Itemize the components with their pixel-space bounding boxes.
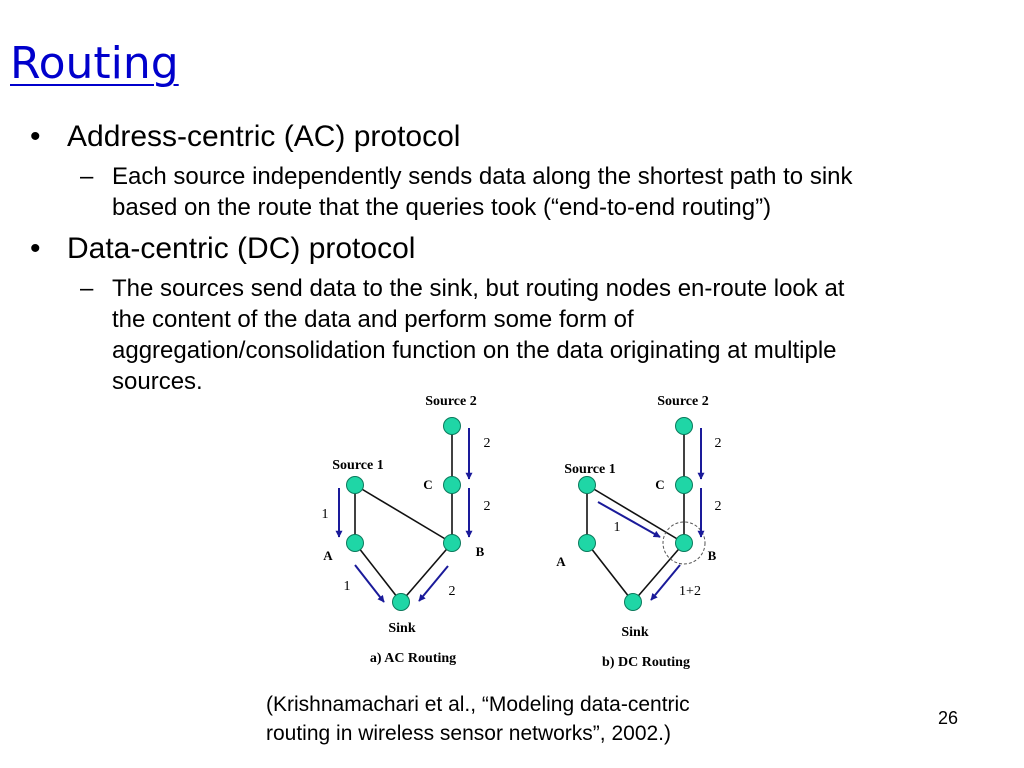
sub-bullet-line: sources. — [112, 368, 203, 395]
ac-label-a: A — [323, 548, 333, 563]
ac-arrow-a-sink — [354, 564, 385, 603]
ac-weight-source1-a: 1 — [322, 507, 329, 522]
ac-label-source1: Source 1 — [332, 458, 383, 473]
citation-line: routing in wireless sensor networks”, 20… — [266, 722, 672, 745]
sub-bullet-line: the content of the data and perform some… — [112, 306, 634, 333]
dc-weight-source1-b: 1 — [614, 520, 621, 535]
dc-node-c — [675, 476, 693, 494]
sub-bullet-line: aggregation/consolidation function on th… — [112, 337, 837, 364]
ac-weight-source2-c: 2 — [484, 436, 491, 451]
dc-node-a — [578, 534, 596, 552]
sub-bullet-dash: – — [80, 163, 94, 190]
bullet-text: Address-centric (AC) protocol — [67, 120, 461, 153]
dc-label-c: C — [655, 477, 664, 492]
dc-edge-source1-b — [586, 484, 685, 544]
dc-label-source2: Source 2 — [657, 394, 708, 409]
dc-node-source2 — [675, 417, 693, 435]
dc-edge-b-sink — [632, 542, 685, 603]
citation: (Krishnamachari et al., “Modeling data-c… — [266, 690, 826, 748]
page-number: 26 — [938, 708, 959, 728]
ac-edge-b-sink — [400, 542, 453, 603]
sub-bullet-line: based on the route that the queries took… — [112, 194, 772, 221]
ac-label-b: B — [476, 544, 485, 559]
ac-node-sink — [392, 593, 410, 611]
dc-node-source1 — [578, 476, 596, 494]
bullet-dot: • — [30, 232, 41, 265]
dc-routing-diagram: Source 2 Source 1 C A B Sink 2 2 1 1+2 b… — [556, 394, 721, 670]
ac-label-sink: Sink — [388, 621, 415, 636]
dc-caption: b) DC Routing — [602, 655, 690, 670]
ac-node-source1 — [346, 476, 364, 494]
bullet-dot: • — [30, 120, 41, 153]
ac-arrow-b-sink — [418, 565, 449, 602]
dc-node-b — [675, 534, 693, 552]
citation-line: (Krishnamachari et al., “Modeling data-c… — [266, 693, 690, 716]
sub-bullet-text: The sources send data to the sink, but r… — [112, 273, 1002, 397]
slide-title: Routing — [10, 38, 179, 89]
ac-node-b — [443, 534, 461, 552]
sub-bullet-dash: – — [80, 275, 94, 302]
dc-edge-a-sink — [586, 542, 634, 603]
ac-node-c — [443, 476, 461, 494]
dc-label-sink: Sink — [621, 625, 648, 640]
ac-node-a — [346, 534, 364, 552]
ac-node-source2 — [443, 417, 461, 435]
dc-weight-c-b: 2 — [715, 499, 722, 514]
dc-label-source1: Source 1 — [564, 462, 615, 477]
ac-label-source2: Source 2 — [425, 394, 476, 409]
ac-label-c: C — [423, 477, 432, 492]
ac-edge-source1-b — [354, 484, 453, 544]
sub-bullet-line: The sources send data to the sink, but r… — [112, 275, 845, 302]
ac-weight-a-sink: 1 — [344, 579, 351, 594]
sub-bullet-line: Each source independently sends data alo… — [112, 163, 853, 190]
dc-arrow-b-sink — [650, 564, 681, 601]
dc-aggregation-circle — [662, 521, 706, 565]
ac-caption: a) AC Routing — [370, 651, 456, 666]
dc-weight-b-sink: 1+2 — [679, 584, 701, 599]
dc-label-a: A — [556, 554, 566, 569]
ac-weight-b-sink: 2 — [449, 584, 456, 599]
ac-routing-diagram: Source 2 Source 1 C A B Sink 2 2 1 1 2 a… — [322, 394, 491, 666]
ac-edge-a-sink — [354, 542, 402, 603]
dc-arrow-source1-b — [597, 501, 661, 538]
dc-label-b: B — [708, 548, 717, 563]
bullet-text: Data-centric (DC) protocol — [67, 232, 416, 265]
dc-node-sink — [624, 593, 642, 611]
sub-bullet-text: Each source independently sends data alo… — [112, 161, 1002, 223]
ac-weight-c-b: 2 — [484, 499, 491, 514]
dc-weight-source2-c: 2 — [715, 436, 722, 451]
